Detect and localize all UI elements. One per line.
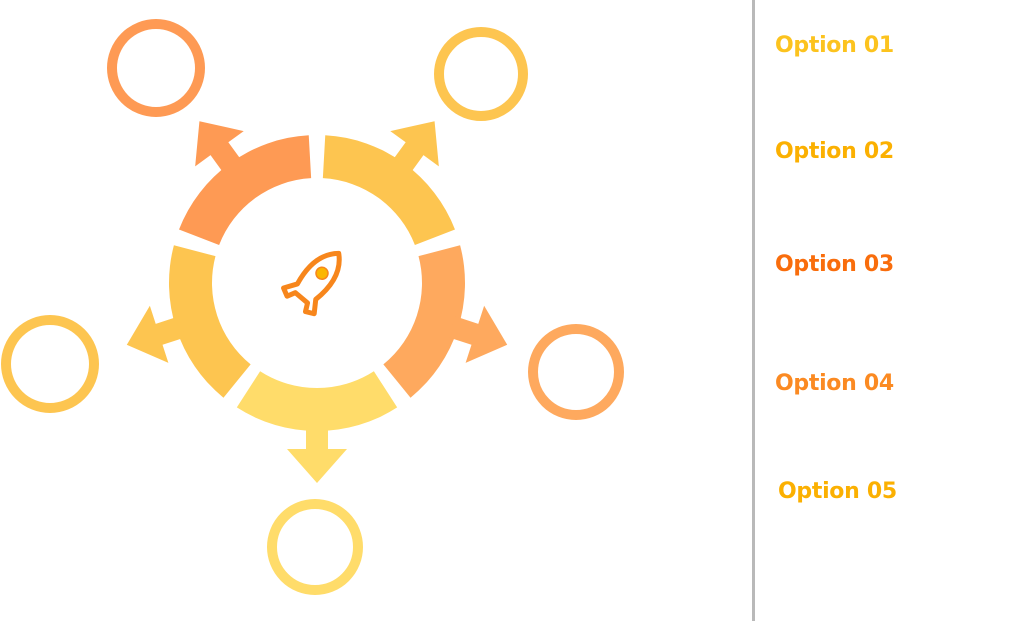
option-circle-01 — [107, 19, 205, 117]
ring-segment-01 — [179, 135, 312, 246]
option-circle-04 — [267, 499, 363, 595]
option-circle-03 — [528, 324, 624, 420]
arrow-03 — [448, 305, 508, 363]
option-01-label: Option 01 — [775, 33, 894, 58]
arrow-05 — [126, 305, 186, 363]
option-05-label: Option 05 — [778, 479, 897, 504]
ring-segment-03 — [383, 245, 466, 398]
ring-segment-05 — [169, 245, 251, 398]
option-circle-02 — [434, 27, 528, 121]
divider-line — [752, 0, 755, 621]
rocket-icon — [281, 250, 342, 317]
ring-segment-04 — [236, 371, 398, 431]
option-circle-05 — [1, 315, 99, 413]
arrow-01 — [195, 121, 244, 175]
arrow-04 — [287, 425, 347, 483]
option-02-label: Option 02 — [775, 139, 894, 164]
ring-segment-02 — [322, 135, 455, 246]
option-04-label: Option 04 — [775, 371, 894, 396]
option-03-label: Option 03 — [775, 252, 894, 277]
arrow-02 — [390, 121, 439, 175]
